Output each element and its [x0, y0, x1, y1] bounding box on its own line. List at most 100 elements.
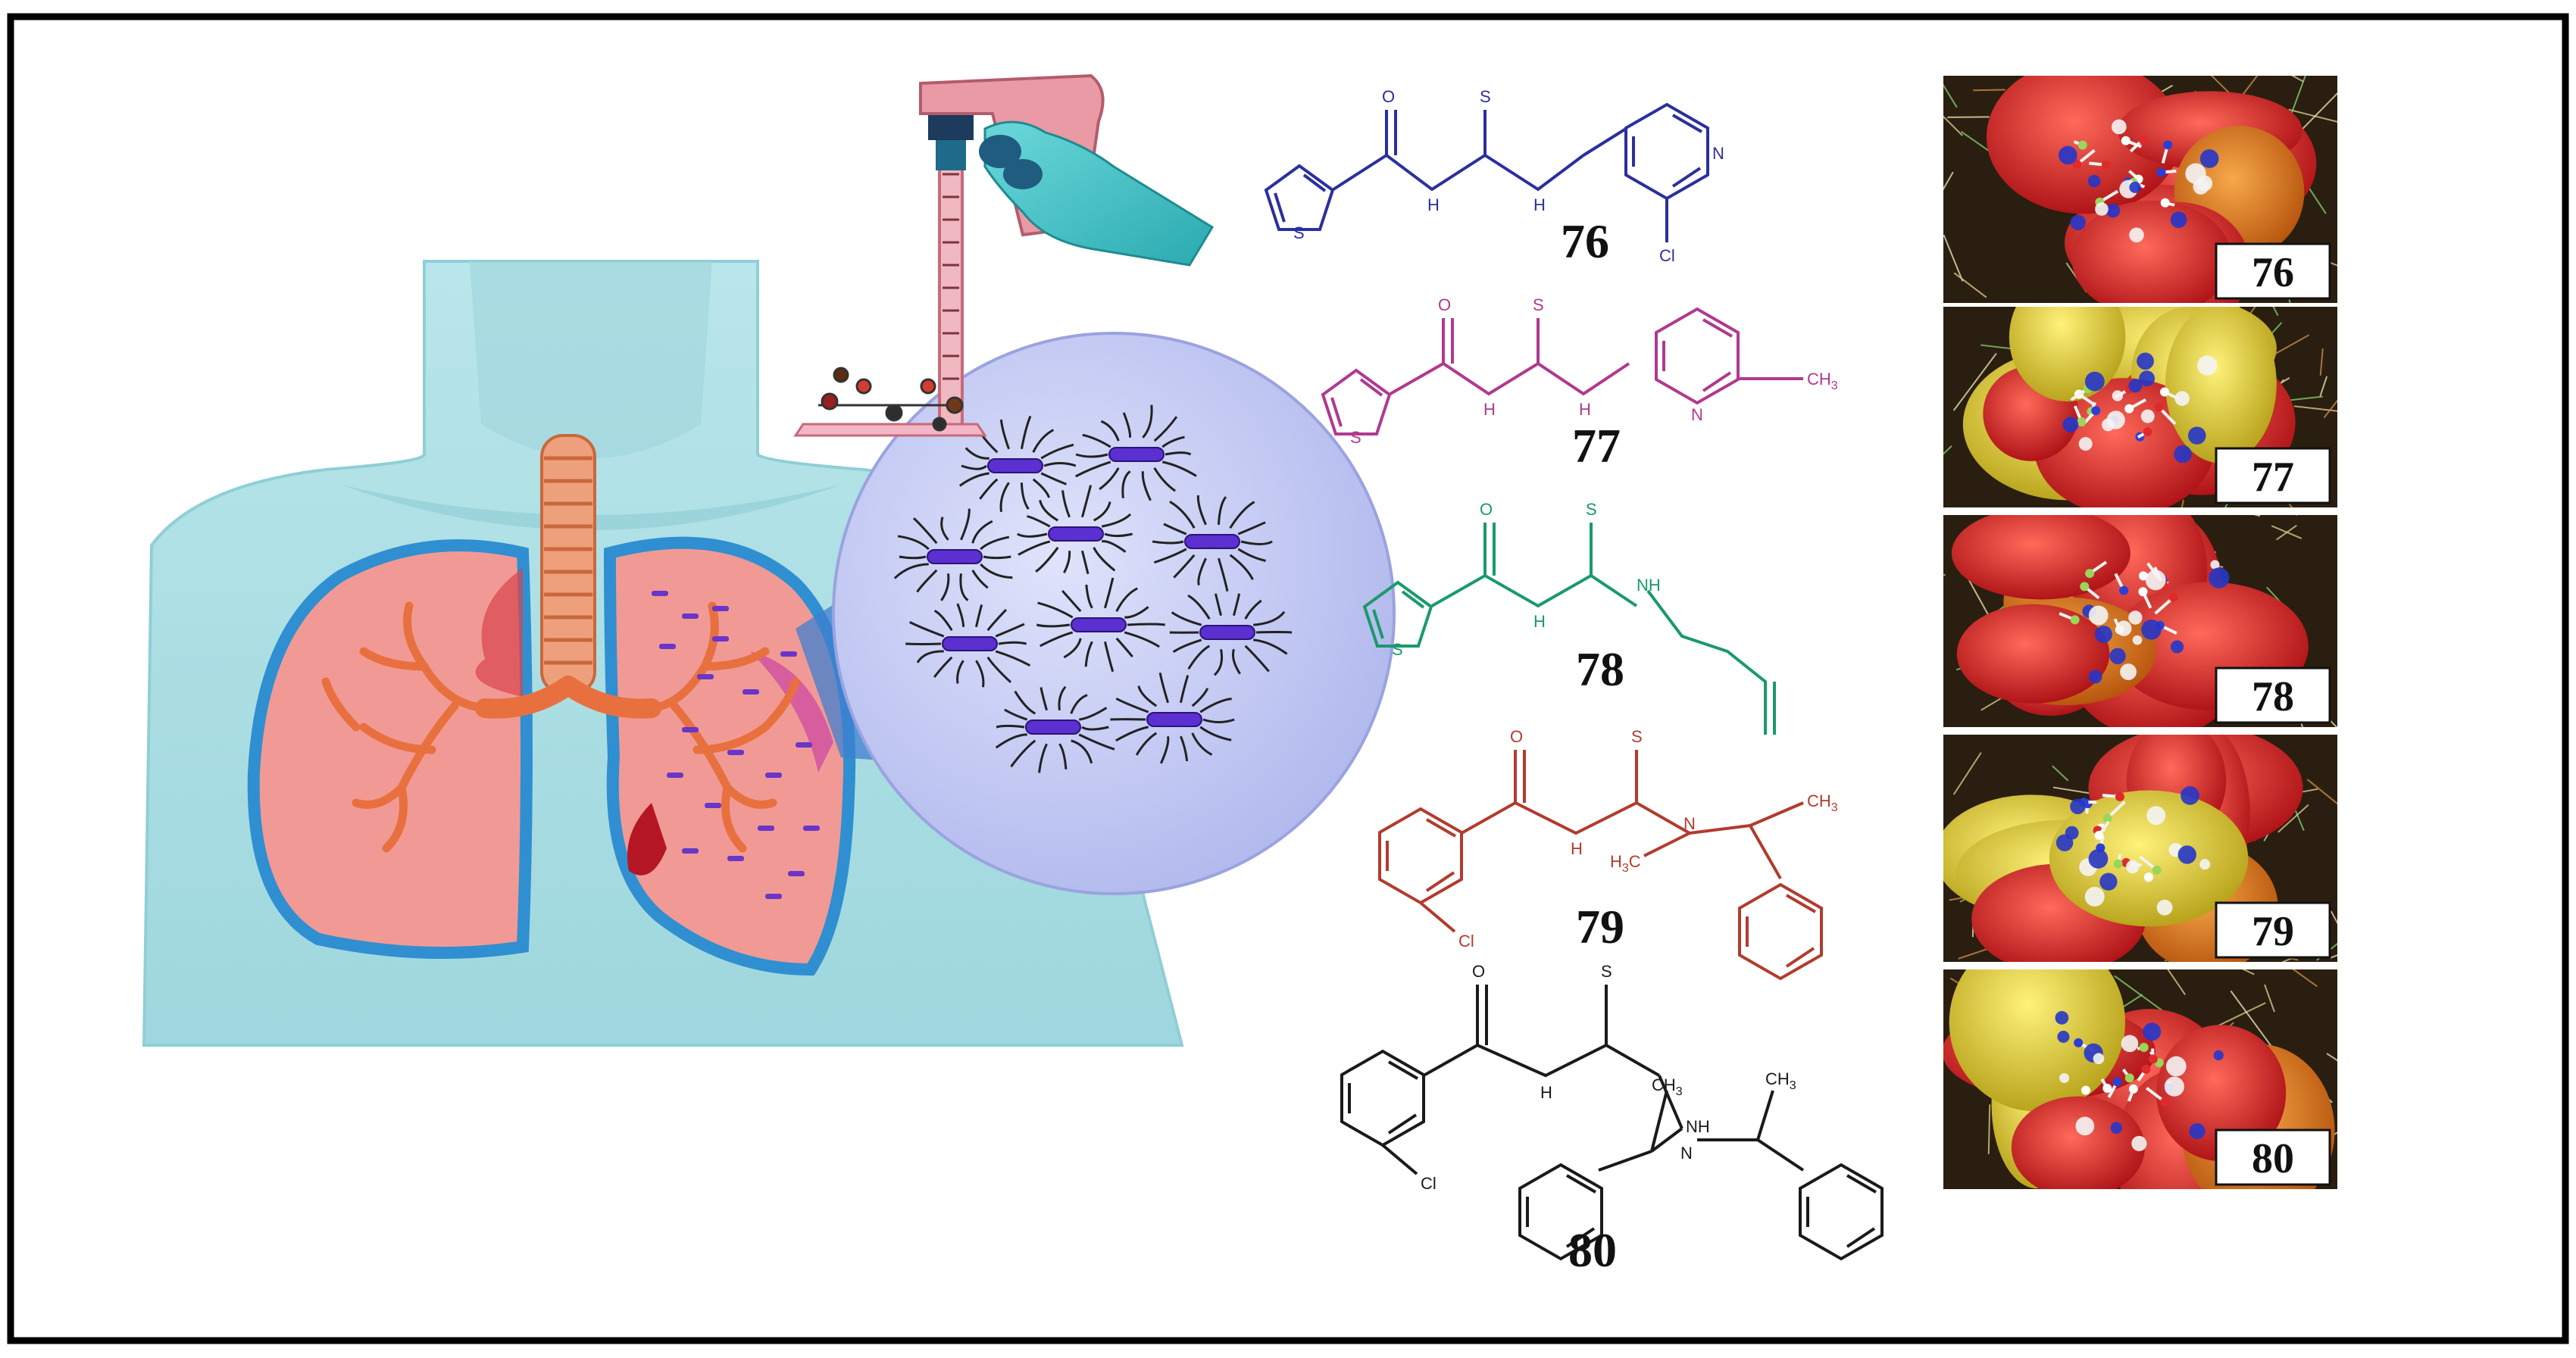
ligand-chain [971, 520, 993, 544]
atom-label: CH3 [1807, 370, 1838, 392]
compound-number-78: 78 [1576, 642, 1624, 696]
nanoparticle-core [987, 458, 1043, 473]
ligand-chain [1071, 739, 1093, 764]
ligand-chain [1063, 551, 1071, 574]
docking-panel-78: 78 [1943, 515, 2337, 727]
ligand-chain [1036, 623, 1071, 628]
ligand-chain [1229, 501, 1255, 529]
atom-label: CH3 [1807, 791, 1838, 814]
compound-77: O S S H H N CH3 [1321, 295, 1838, 447]
ligand-chain [1229, 554, 1254, 580]
ligand-chain [983, 555, 1011, 560]
ligand-chain [1039, 687, 1048, 711]
ligand-chain [1141, 471, 1152, 501]
ligand-chain [1199, 698, 1232, 713]
ligand-chain [1191, 732, 1213, 756]
ligand-chain [1020, 415, 1032, 450]
compound-79: O S H N H3C CH3 Cl [1378, 727, 1838, 980]
lung-left [247, 539, 533, 959]
ligand-chain [933, 609, 953, 631]
ligand-chain [1172, 638, 1202, 654]
docking-panel-80: 80 [1943, 969, 2337, 1189]
ligand-chain [1233, 593, 1241, 617]
lungs-illustration [142, 260, 1184, 1047]
docking-panel-79: 79 [1943, 735, 2337, 962]
ligand-chain [995, 733, 1027, 749]
ligand-chain [980, 535, 1010, 551]
compound-78: O S S H NH [1363, 500, 1776, 735]
ligand-chain [1032, 478, 1051, 498]
atom-label: O [1510, 727, 1523, 746]
ligand-chain [1173, 554, 1196, 579]
ligand-chain [912, 517, 938, 545]
ligand-chain [1032, 429, 1055, 453]
ligand-chain [899, 555, 927, 560]
ligand-chain [1058, 743, 1068, 770]
ligand-chain [1061, 490, 1071, 518]
ligand-chain [1010, 739, 1036, 768]
atom-label: S [1293, 223, 1305, 242]
ligand-chain [1180, 735, 1189, 762]
atom-label: H [1579, 400, 1591, 419]
atom-label: S [1350, 428, 1361, 447]
ligand-chain [1237, 548, 1266, 562]
ligand-chain [1165, 451, 1192, 456]
docking-label-80: 80 [2252, 1135, 2294, 1182]
ligand-chain [1153, 548, 1187, 564]
lung-particles [652, 591, 820, 899]
atom-label: H [1483, 400, 1496, 419]
atom-label: O [1382, 87, 1395, 106]
ligand-chain [1214, 593, 1222, 617]
ligand-chain [1078, 733, 1115, 751]
ligand-chain [1058, 685, 1067, 710]
atom-label: S [1480, 87, 1491, 106]
ligand-chain [940, 573, 950, 601]
ligand-chain [1153, 416, 1178, 442]
atom-label: O [1472, 962, 1485, 981]
inhaler-device [793, 73, 1215, 437]
ligand-chain [1153, 467, 1177, 492]
compound-number-76: 76 [1561, 214, 1609, 268]
compound-number-79: 79 [1576, 900, 1624, 954]
ligand-chain [1217, 496, 1227, 525]
compound-76: O S S H H N Cl [1265, 87, 1724, 265]
ligand-chain [1081, 485, 1093, 518]
nanoparticle-core [1146, 712, 1202, 727]
ligand-chain [1061, 590, 1082, 613]
ligand-chain [956, 660, 964, 684]
ligand-chain [1070, 694, 1088, 714]
atom-label: H [1427, 195, 1440, 214]
atom-label: H [1571, 839, 1583, 858]
atom-label: Cl [1421, 1174, 1436, 1193]
ligand-chain [1127, 623, 1165, 626]
ligand-chain [1179, 675, 1190, 704]
neck [470, 261, 712, 458]
ligand-chain [1093, 547, 1116, 572]
ligand-chain [1082, 433, 1111, 448]
ligand-chain [1014, 690, 1036, 715]
ligand-chain [916, 569, 938, 593]
nanoparticle-core [927, 549, 983, 564]
ligand-chain [909, 621, 945, 638]
atom-label: O [1480, 500, 1493, 519]
atom-label: S [1601, 962, 1612, 981]
ligand-chain [1213, 648, 1224, 676]
atom-label: N [1712, 144, 1724, 163]
ligand-chain [1240, 540, 1273, 545]
ligand-chain [1237, 521, 1266, 535]
ligand-chain [974, 604, 983, 628]
ligand-chain [1037, 601, 1074, 619]
docking-label-box [2215, 901, 2331, 959]
ligand-chain [1039, 499, 1059, 522]
ligand-chain [956, 603, 965, 627]
ligand-chain [1160, 735, 1170, 764]
lung-right [603, 536, 856, 976]
bronchial-tree [321, 601, 800, 853]
atom-label: NH [1637, 576, 1661, 595]
ligand-chain [1115, 697, 1149, 713]
docking-label-76: 76 [2252, 249, 2294, 296]
ligand-chain [1244, 599, 1262, 620]
ligand-chain [1218, 557, 1229, 592]
nanoparticle-core [1071, 617, 1127, 632]
